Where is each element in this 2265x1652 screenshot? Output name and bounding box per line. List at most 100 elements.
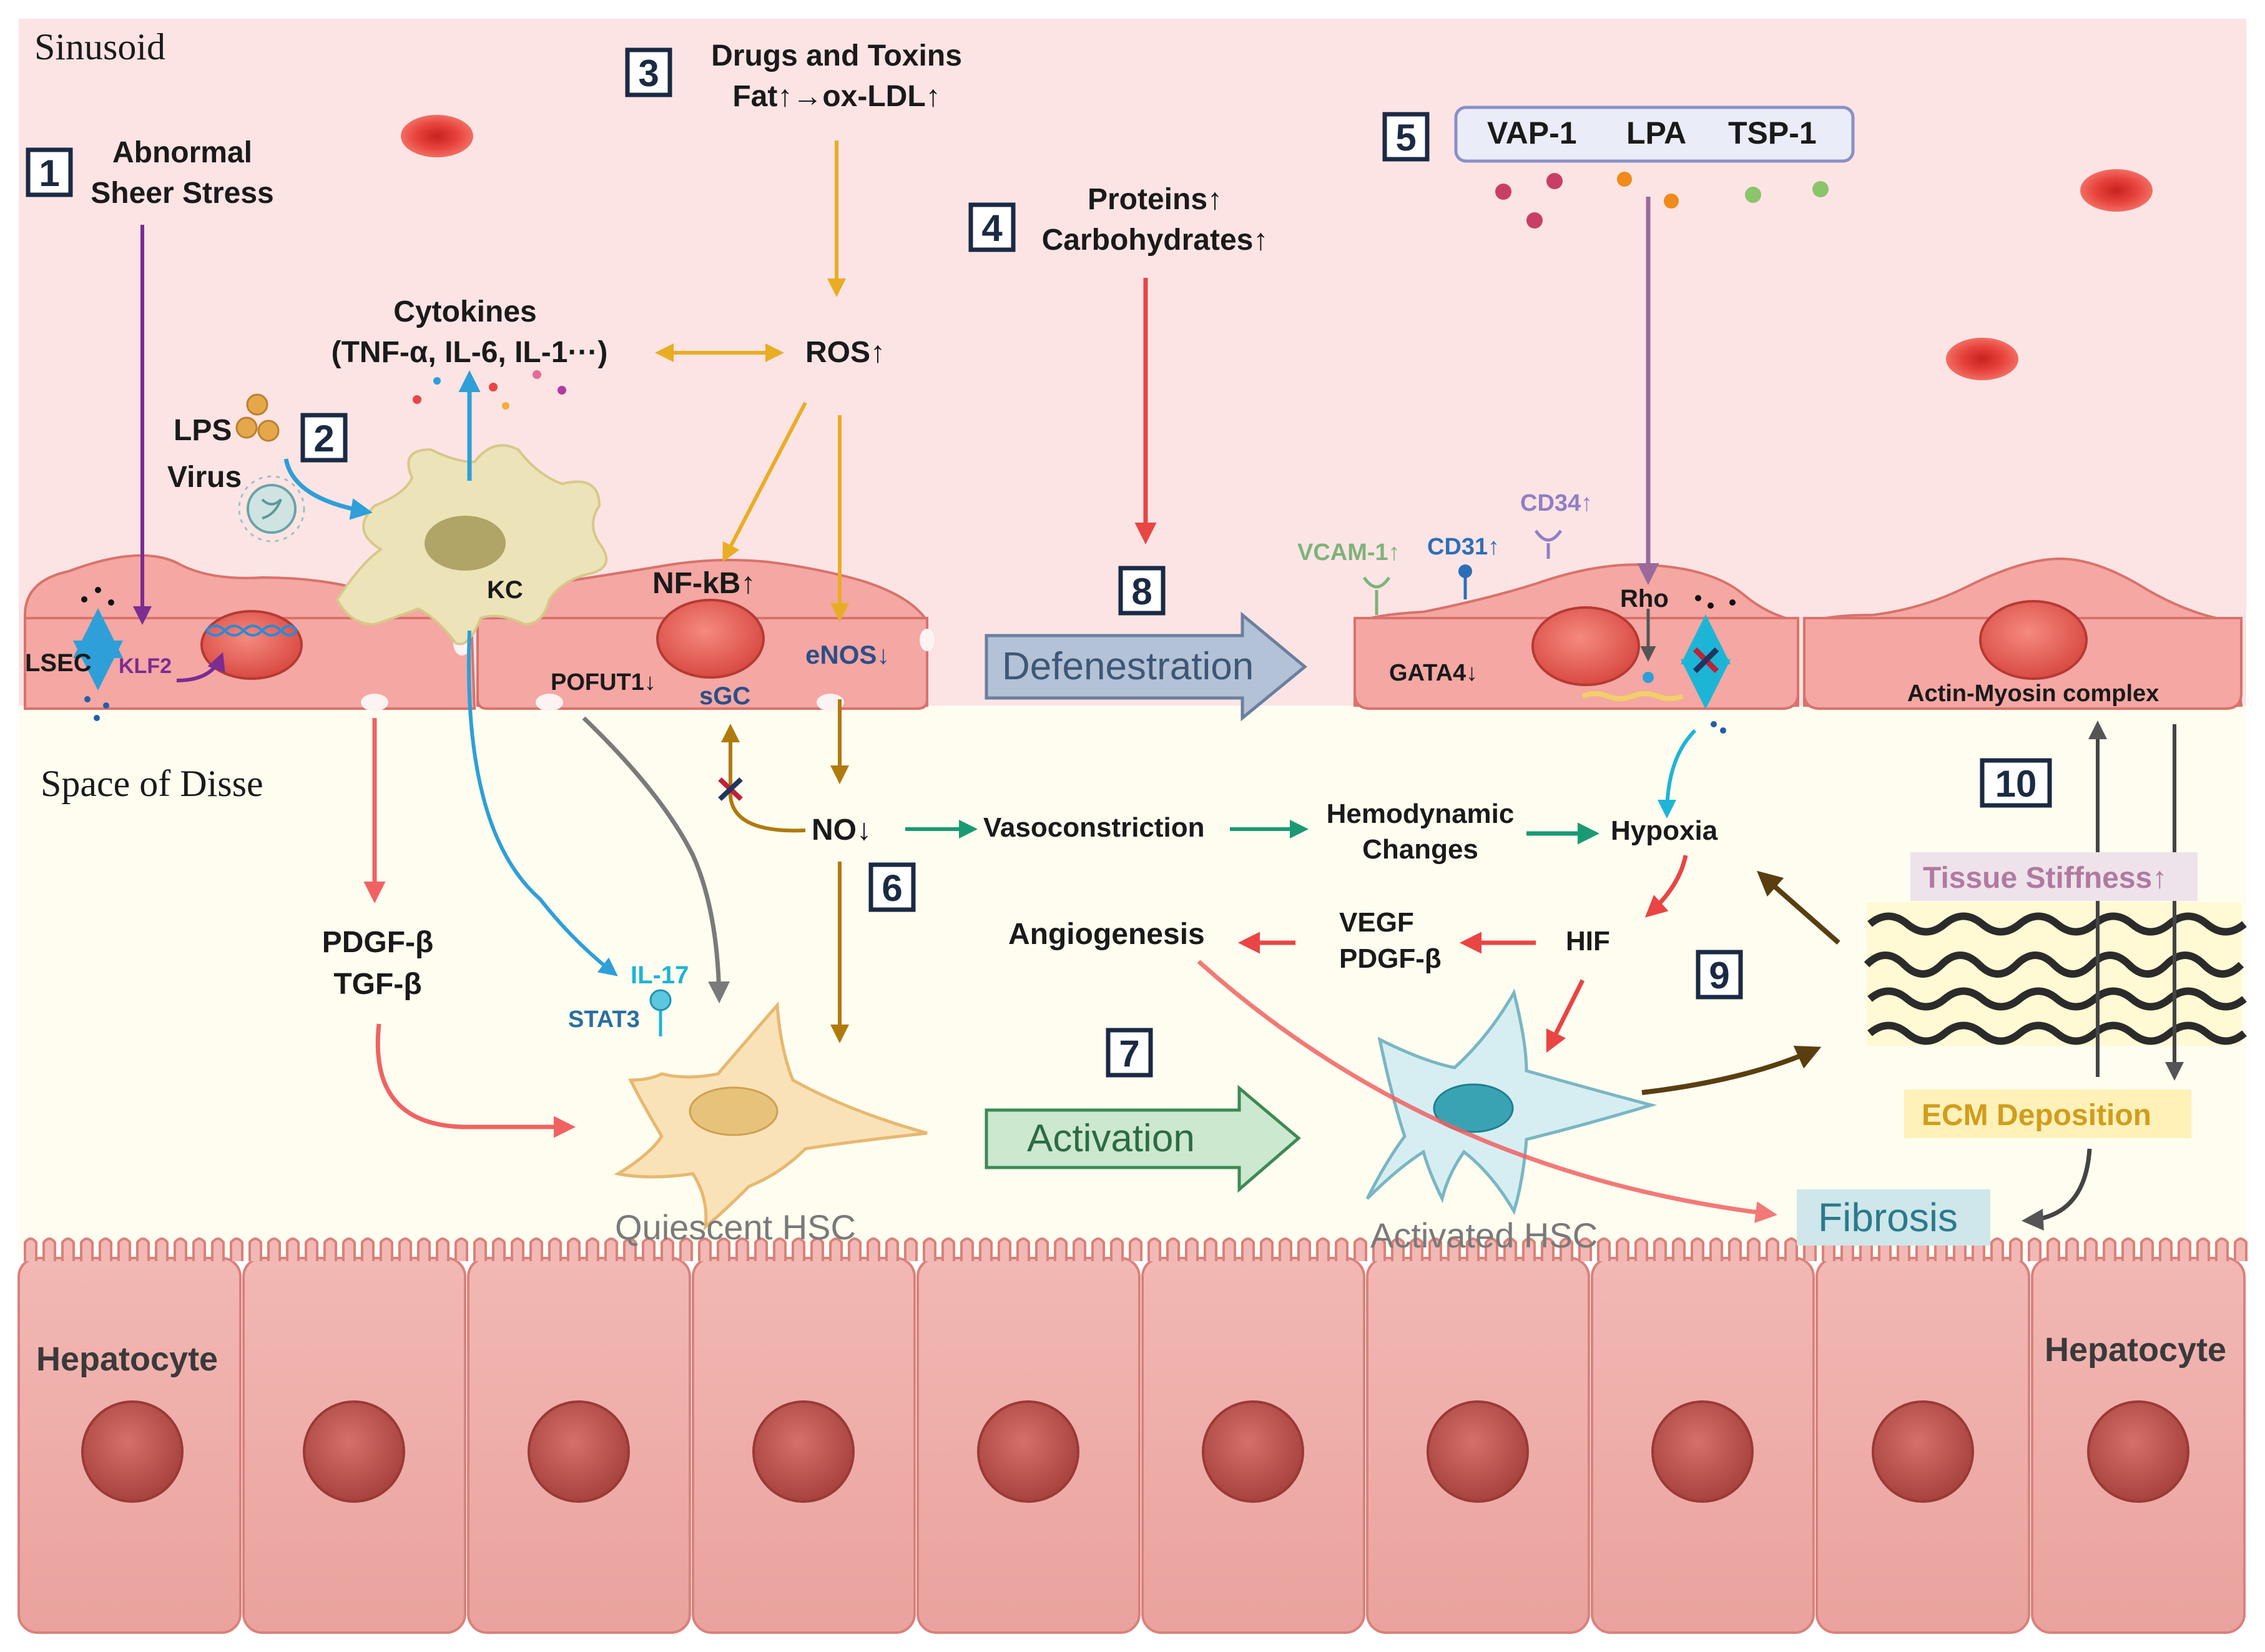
arrow-klf2-to-dna xyxy=(176,652,225,682)
step-5-badge: 5 xyxy=(1382,112,1430,162)
microvillus xyxy=(717,1237,730,1261)
blocked-x-icon xyxy=(718,777,743,801)
microvillus xyxy=(1204,1237,1217,1261)
arrow-hypoxia-to-hif xyxy=(1644,855,1688,918)
microvillus xyxy=(979,1237,993,1261)
virus-label: Virus xyxy=(167,461,242,494)
microvillus xyxy=(1391,1237,1405,1261)
microvillus xyxy=(548,1237,562,1261)
stat3-label: STAT3 xyxy=(568,1006,640,1033)
microvillus xyxy=(2140,1237,2154,1261)
step3-line2: Fat↑→ox-LDL↑ xyxy=(732,80,940,113)
particles xyxy=(81,587,1736,734)
arrow-pdgf-to-qhsc xyxy=(375,1023,576,1138)
microvillus xyxy=(2178,1237,2191,1261)
microvillus xyxy=(867,1237,880,1261)
vcam1-receptor xyxy=(1362,576,1391,615)
arrow-ahsc-to-ecm xyxy=(1641,1046,1822,1095)
microvillus xyxy=(1709,1237,1723,1261)
microvillus xyxy=(586,1237,599,1261)
microvillus xyxy=(1728,1237,1742,1261)
microvillus xyxy=(567,1237,581,1261)
microvillus xyxy=(604,1237,618,1261)
lsec-cell-2 xyxy=(476,558,928,710)
vap1-lpa-tsp1-molecules xyxy=(1495,172,1829,229)
microvillus xyxy=(1335,1237,1349,1261)
defenestration-label: Defenestration xyxy=(1002,645,1254,688)
cytokine-dots xyxy=(413,370,566,410)
microvillus xyxy=(361,1237,375,1261)
step-6-badge: 6 xyxy=(868,862,916,912)
arrow-to-hypoxia xyxy=(1658,729,1697,819)
activation-label: Activation xyxy=(1027,1117,1195,1160)
microvillus xyxy=(1784,1237,1798,1261)
activated-hsc-label: Activated HSC xyxy=(1370,1216,1598,1255)
microvillus xyxy=(1653,1237,1667,1261)
step-9-badge: 9 xyxy=(1696,950,1743,1000)
svg-text:5: 5 xyxy=(1395,117,1416,159)
cytokines-line2: (TNF-α, IL-6, IL-1···) xyxy=(332,336,608,369)
quiescent-hsc-cell xyxy=(614,1001,928,1231)
ros-label: ROS↑ xyxy=(805,336,885,369)
ecm-deposition-label: ECM Deposition xyxy=(1922,1099,2151,1132)
angiogenesis-label: Angiogenesis xyxy=(1008,918,1205,951)
microvillus xyxy=(436,1237,450,1261)
tgf-label: TGF-β xyxy=(333,968,421,1001)
enos-label: eNOS↓ xyxy=(805,640,890,669)
microvillus xyxy=(1597,1237,1611,1261)
microvillus xyxy=(1035,1237,1049,1261)
microvilli xyxy=(24,1237,2248,1261)
microvillus xyxy=(941,1237,955,1261)
microvillus xyxy=(1747,1237,1761,1261)
arrow-ecm-to-hypoxia xyxy=(1756,870,1840,945)
microvillus xyxy=(511,1237,524,1261)
arrow-kc-to-il17 xyxy=(466,630,618,976)
arrow-no-to-sgc xyxy=(721,724,806,833)
activated-hsc-cell xyxy=(1365,988,1658,1216)
microvillus xyxy=(792,1237,805,1261)
microvillus xyxy=(136,1237,150,1261)
microvillus xyxy=(623,1237,637,1261)
microvillus xyxy=(848,1237,862,1261)
microvillus xyxy=(174,1237,187,1261)
microvillus xyxy=(323,1237,337,1261)
microvillus xyxy=(529,1237,543,1261)
microvillus xyxy=(248,1237,262,1261)
microvillus xyxy=(267,1237,281,1261)
ecm-deposition-box: ECM Deposition xyxy=(1904,1089,2191,1138)
step-1-badge: 1 xyxy=(26,147,73,197)
microvillus xyxy=(1222,1237,1236,1261)
vap1-lpa-tsp1-box: VAP-1 LPA TSP-1 xyxy=(1454,106,1855,163)
blocked-x-icon xyxy=(1693,647,1719,674)
cd31-label: CD31↑ xyxy=(1427,534,1500,560)
step1-line2: Sheer Stress xyxy=(91,177,274,210)
microvillus xyxy=(1354,1237,1367,1261)
no-label: NO↓ xyxy=(812,814,872,847)
il17-receptor xyxy=(649,989,672,1036)
microvillus xyxy=(99,1237,112,1261)
microvillus xyxy=(2121,1237,2135,1261)
arrow-ros-to-nfkb xyxy=(722,401,807,563)
step4-line2: Carbohydrates↑ xyxy=(1042,224,1269,257)
microvillus xyxy=(230,1237,243,1261)
sinusoid-label: Sinusoid xyxy=(34,26,165,67)
hepatocyte-label-left: Hepatocyte xyxy=(36,1340,218,1378)
pofut1-label: POFUT1↓ xyxy=(551,669,656,696)
microvillus xyxy=(904,1237,918,1261)
hypoxia-label: Hypoxia xyxy=(1611,815,1718,846)
il17-label: IL-17 xyxy=(631,961,689,989)
virus-icon xyxy=(238,475,305,543)
svg-text:6: 6 xyxy=(882,867,902,909)
microvillus xyxy=(2028,1237,2041,1261)
tissue-stiffness-label: Tissue Stiffness↑ xyxy=(1923,862,2167,895)
microvillus xyxy=(1672,1237,1686,1261)
gata4-label: GATA4↓ xyxy=(1389,660,1478,686)
microvillus xyxy=(2215,1237,2229,1261)
microvillus xyxy=(1447,1237,1461,1261)
microvillus xyxy=(1129,1237,1142,1261)
microvillus xyxy=(1503,1237,1517,1261)
svg-text:7: 7 xyxy=(1119,1033,1139,1074)
quiescent-hsc-label: Quiescent HSC xyxy=(615,1207,856,1247)
microvillus xyxy=(24,1237,37,1261)
cd34-label: CD34↑ xyxy=(1520,490,1593,516)
